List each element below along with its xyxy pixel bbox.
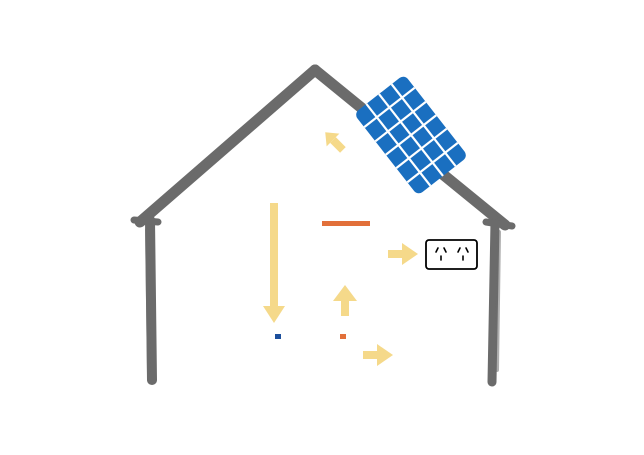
energy-flow-arrow-right-outlet [388, 243, 418, 265]
wall-left-texture [145, 228, 151, 374]
outlet-pins [435, 247, 469, 261]
orange-bar [322, 221, 370, 226]
wall-right [487, 217, 500, 387]
eave-right [482, 218, 516, 230]
orange-marker [340, 334, 346, 339]
solar-panel-icon [356, 76, 466, 194]
outlet-plate [425, 239, 478, 270]
energy-flow-arrow-right-lower [363, 344, 393, 366]
energy-flow-arrow-diagonal [325, 132, 346, 153]
power-outlet-icon [425, 239, 478, 270]
energy-flow-arrow-up [333, 285, 357, 316]
wall-right-texture [495, 230, 501, 372]
solar-panel-grid [363, 83, 459, 187]
energy-flow-arrow-down [263, 203, 285, 323]
blue-marker [275, 334, 281, 339]
wall-left [145, 215, 157, 385]
roof-left-edge-texture [147, 73, 315, 217]
energy-flow-arrows [263, 132, 418, 366]
eave-left [130, 216, 162, 226]
